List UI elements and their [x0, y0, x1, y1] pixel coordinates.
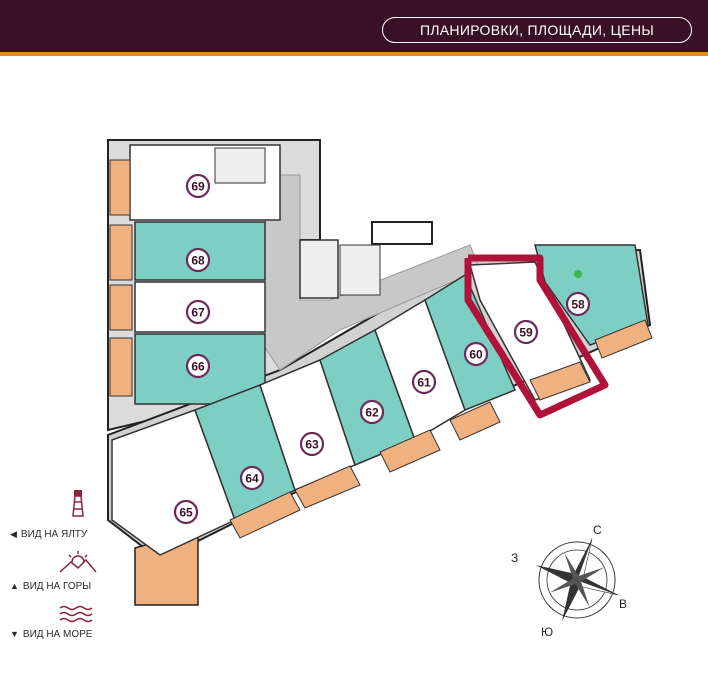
apartment-number: 58 [571, 298, 585, 312]
apartment-number: 60 [469, 348, 483, 362]
legend-arrow: ◀ [10, 528, 17, 539]
apartment-badge-63[interactable]: 63 [299, 431, 325, 457]
selection-outline [464, 254, 609, 419]
apartment-badge-circle [185, 353, 211, 379]
apartment-badge-65[interactable]: 65 [173, 499, 199, 525]
apartment-number: 68 [191, 254, 205, 268]
legend-label: ВИД НА ГОРЫ [22, 580, 92, 592]
header-accent-line [0, 52, 708, 56]
header-bar [0, 0, 708, 52]
legend-label: ВИД НА ЯЛТУ [20, 528, 88, 540]
apartment-badge-61[interactable]: 61 [411, 369, 437, 395]
apartment-badge-circle [173, 499, 199, 525]
apartment-badge-64[interactable]: 64 [239, 465, 265, 491]
mountain-sun-icon [59, 551, 97, 573]
apartment-badge-68[interactable]: 68 [185, 247, 211, 273]
apartment-number: 64 [245, 472, 259, 486]
apartment-badge-58[interactable]: 58 [565, 291, 591, 317]
legend-item-mountains: ▲ ВИД НА ГОРЫ [10, 576, 130, 596]
apartment-badge-60[interactable]: 60 [463, 341, 489, 367]
legend-arrow: ▼ [10, 629, 19, 639]
apartment-number: 67 [191, 306, 205, 320]
apartment-number: 59 [519, 326, 533, 340]
compass-south: Ю [541, 625, 553, 639]
legend-arrow: ▲ [10, 581, 19, 591]
left-tower-apartments [109, 144, 381, 405]
compass-west: З [511, 551, 518, 565]
apartment-badge-circle [239, 465, 265, 491]
apartment-badge-circle [185, 247, 211, 273]
compass-rose-icon: С В Ю З [511, 523, 627, 639]
lighthouse-icon [72, 490, 84, 517]
apartment-badge-circle [359, 399, 385, 425]
apartment-badge-62[interactable]: 62 [359, 399, 385, 425]
apartment-badge-circle [565, 291, 591, 317]
apartment-badge-67[interactable]: 67 [185, 299, 211, 325]
apartment-badge-circle [185, 299, 211, 325]
apartment-number: 66 [191, 360, 205, 374]
section-title-pill[interactable]: ПЛАНИРОВКИ, ПЛОЩАДИ, ЦЕНЫ [382, 17, 692, 43]
apartment-badge-circle [411, 369, 437, 395]
apartment-number: 63 [305, 438, 319, 452]
apartment-badge-circle [185, 173, 211, 199]
apartment-badge-69[interactable]: 69 [185, 173, 211, 199]
apartment-badge-66[interactable]: 66 [185, 353, 211, 379]
apartment-badge-circle [513, 319, 539, 345]
legend-item-sea: ▼ ВИД НА МОРЕ [10, 624, 130, 644]
apartment-badge-circle [299, 431, 325, 457]
apartment-number: 65 [179, 506, 193, 520]
entrance-marker [574, 270, 582, 278]
apartment-badge-circle [463, 341, 489, 367]
section-title: ПЛАНИРОВКИ, ПЛОЩАДИ, ЦЕНЫ [419, 22, 655, 38]
wing-apartments [111, 244, 653, 556]
legend-label: ВИД НА МОРЕ [22, 628, 93, 640]
compass-east: В [619, 597, 627, 611]
apartment-number: 61 [417, 376, 431, 390]
apartment-badge-59[interactable]: 59 [513, 319, 539, 345]
waves-icon [59, 605, 93, 623]
compass-north: С [593, 523, 602, 537]
legend-item-yalta: ◀ ВИД НА ЯЛТУ [10, 524, 130, 544]
apartment-number: 69 [191, 180, 205, 194]
apartment-number: 62 [365, 406, 379, 420]
